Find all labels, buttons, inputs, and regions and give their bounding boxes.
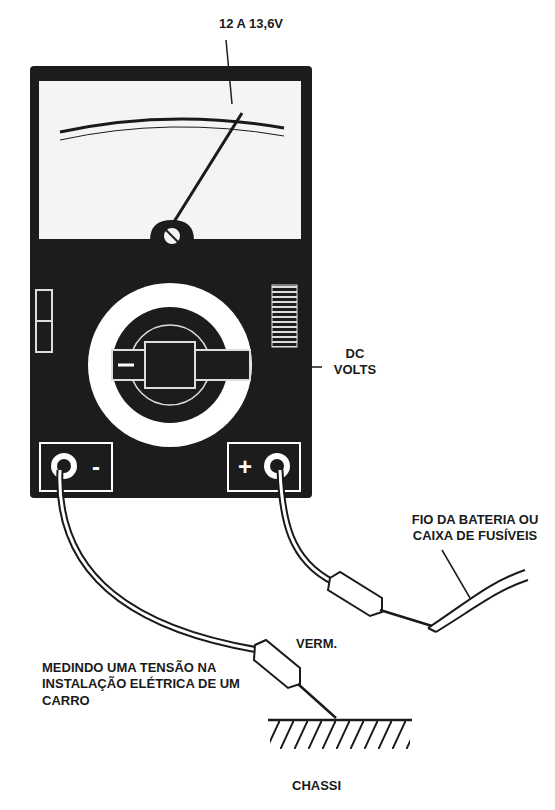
- terminal-sign: -: [84, 452, 108, 482]
- chassis-label: CHASSI: [292, 778, 372, 794]
- battery-wire: [428, 628, 436, 632]
- test-lead: [280, 470, 333, 582]
- leader-line: [252, 366, 322, 368]
- jack: [51, 453, 77, 479]
- zero-adjust-screw: [163, 227, 181, 245]
- meter-housing: [30, 66, 312, 498]
- test-lead: [60, 470, 258, 650]
- ohm-adjust-wheel: [272, 285, 297, 347]
- terminal-box: [40, 443, 112, 491]
- wire-label: FIO DA BATERIA OU CAIXA DE FUSÍVEIS: [400, 512, 550, 545]
- test-lead: [280, 470, 333, 582]
- reading-label: 12 A 13,6V: [196, 16, 306, 32]
- side-window: [36, 320, 52, 322]
- side-window: [36, 290, 52, 352]
- range-label: DC VOLTS: [326, 346, 384, 379]
- zero-adjust-screw: [166, 230, 178, 242]
- meter-window: [38, 80, 302, 240]
- probe-tip: [298, 684, 336, 718]
- terminal-box: [228, 443, 300, 491]
- probe-handle: [328, 572, 382, 616]
- selector-grip: [145, 342, 195, 388]
- meter-needle: [172, 113, 242, 225]
- probe-tip: [380, 610, 432, 626]
- chassis-hatch: [270, 721, 410, 749]
- selector-ring: [88, 283, 252, 447]
- probe-handle: [254, 640, 300, 688]
- probe-color-label: VERM.: [296, 636, 356, 652]
- terminal-sign: +: [233, 452, 257, 482]
- scale-arc: [60, 119, 284, 132]
- battery-wire: [436, 580, 528, 632]
- selector-mark: [118, 364, 134, 367]
- leader-line: [442, 550, 470, 598]
- battery-wire: [428, 570, 525, 628]
- scale-arc: [60, 127, 284, 140]
- caption-note: MEDINDO UMA TENSÃO NA INSTALAÇÃO ELÉTRIC…: [42, 660, 247, 709]
- leader-line: [226, 40, 232, 104]
- chassis-ground: [268, 719, 412, 722]
- test-lead: [60, 470, 258, 650]
